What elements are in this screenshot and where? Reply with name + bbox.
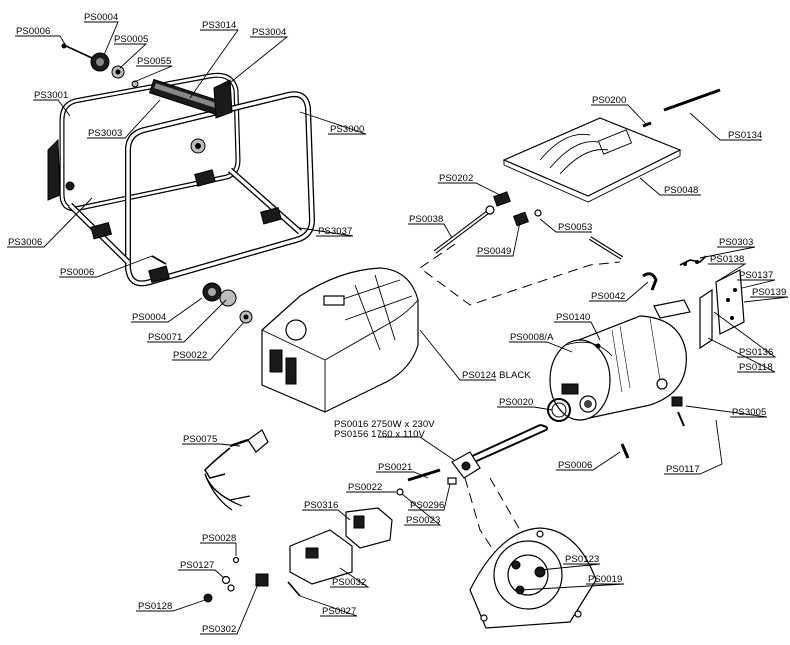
label-ps0140: PS0140 xyxy=(556,312,591,323)
pipe-parts xyxy=(433,191,658,291)
water-tank xyxy=(547,299,691,422)
label-ps0127: PS0127 xyxy=(180,560,215,571)
electrical-covers xyxy=(289,507,393,585)
label-ps0006-top: PS0006 xyxy=(16,26,51,37)
label-ps0123: PS0123 xyxy=(565,554,600,565)
label-ps0138: PS0138 xyxy=(710,254,745,265)
leader-lines xyxy=(7,21,789,635)
label-ps0016: PS0016 2750W x 230V xyxy=(334,419,435,430)
label-ps0117: PS0117 xyxy=(666,464,700,475)
label-ps0296: PS0296 xyxy=(410,500,445,511)
label-ps3003: PS3003 xyxy=(88,128,123,139)
heating-element xyxy=(396,424,549,496)
label-ps0021: PS0021 xyxy=(378,462,413,473)
label-ps0023: PS0023 xyxy=(406,515,441,526)
label-ps0038: PS0038 xyxy=(409,214,444,225)
tank-lid xyxy=(502,88,721,203)
label-ps0048: PS0048 xyxy=(664,185,699,196)
assembly-guide-upper xyxy=(419,243,621,306)
element-flange-detail xyxy=(469,527,597,629)
switch-parts xyxy=(203,556,301,603)
label-ps0008a: PS0008/A xyxy=(510,332,554,343)
label-ps0139: PS0139 xyxy=(752,287,787,298)
label-ps0302: PS0302 xyxy=(202,624,237,635)
label-ps0134: PS0134 xyxy=(728,130,763,141)
label-ps0022-left: PS0022 xyxy=(173,350,208,361)
label-ps0071: PS0071 xyxy=(148,332,183,343)
frame-knob-parts xyxy=(151,255,253,324)
label-ps0006-mid: PS0006 xyxy=(60,267,95,278)
label-ps0118: PS0118 xyxy=(739,362,773,373)
label-ps0006-right: PS0006 xyxy=(558,460,593,471)
label-ps0032: PS0032 xyxy=(332,577,367,588)
label-ps0202: PS0202 xyxy=(439,173,474,184)
label-ps0156: PS0156 1760 x 110V xyxy=(334,429,425,440)
top-left-hardware xyxy=(61,43,139,88)
label-ps3005: PS3005 xyxy=(732,407,767,418)
label-ps0005: PS0005 xyxy=(114,34,149,45)
label-ps0303: PS0303 xyxy=(719,237,754,248)
label-ps0019: PS0019 xyxy=(588,574,623,585)
label-ps0028: PS0028 xyxy=(202,533,237,544)
label-ps0124: PS0124 BLACK xyxy=(462,370,531,381)
label-ps0055: PS0055 xyxy=(137,56,172,67)
label-ps0200: PS0200 xyxy=(592,95,627,106)
label-ps0137: PS0137 xyxy=(739,270,774,281)
label-ps0004-top: PS0004 xyxy=(84,12,119,23)
label-ps3014: PS3014 xyxy=(202,20,237,31)
label-ps0128: PS0128 xyxy=(138,601,173,612)
heater-cover xyxy=(261,267,419,413)
label-ps0020: PS0020 xyxy=(499,397,534,408)
label-ps3037: PS3037 xyxy=(318,226,353,237)
label-ps0049: PS0049 xyxy=(477,246,512,257)
assembly-guide-lower xyxy=(464,477,501,561)
label-ps3006: PS3006 xyxy=(8,237,43,248)
label-ps0022-mid: PS0022 xyxy=(348,482,383,493)
label-ps0042: PS0042 xyxy=(591,291,626,302)
power-cable xyxy=(204,429,269,511)
label-ps0075: PS0075 xyxy=(183,434,218,445)
label-ps3001: PS3001 xyxy=(34,90,69,101)
label-ps3004: PS3004 xyxy=(252,27,287,38)
assembly-guide-lower-2 xyxy=(489,477,521,531)
label-ps0316: PS0316 xyxy=(304,500,339,511)
frame-assembly xyxy=(47,72,316,287)
label-ps0027: PS0027 xyxy=(322,606,357,617)
label-ps0053: PS0053 xyxy=(558,222,593,233)
label-ps3000: PS3000 xyxy=(330,124,365,135)
label-ps0136: PS0136 xyxy=(739,347,774,358)
label-ps0004-bottom: PS0004 xyxy=(132,312,167,323)
